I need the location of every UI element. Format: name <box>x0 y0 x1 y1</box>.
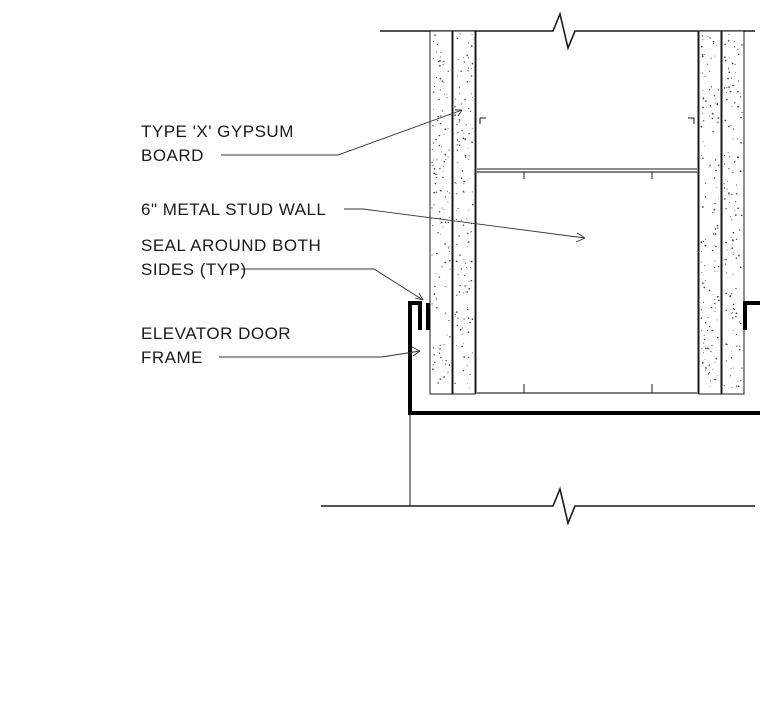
callout-door-frame-line-2: FRAME <box>141 348 203 367</box>
callout-seal-line-1: SEAL AROUND BOTH <box>141 236 321 255</box>
elevator-door-frame-right <box>743 301 760 330</box>
leader-gypsum-arrow <box>455 109 463 117</box>
right-gypsum-board <box>698 30 745 395</box>
leader-door-frame <box>219 350 421 358</box>
top-break-line <box>380 11 755 51</box>
leader-seal <box>241 268 424 301</box>
callout-stud-wall: 6" METAL STUD WALL <box>141 200 326 219</box>
leader-stud-wall <box>344 208 586 239</box>
callout-gypsum: TYPE 'X' GYPSUM BOARD <box>141 122 299 165</box>
callout-gypsum-line-1: TYPE 'X' GYPSUM <box>141 122 294 141</box>
leader-seal-arrow <box>414 292 424 301</box>
callout-door-frame: ELEVATOR DOOR FRAME <box>141 324 296 367</box>
bottom-break-line <box>321 486 755 526</box>
leader-gypsum <box>221 109 463 156</box>
leader-door-frame-arrow <box>411 346 421 357</box>
callout-seal-line-2: SIDES (TYP) <box>141 260 247 279</box>
left-gypsum-board <box>429 30 476 395</box>
elevator-door-frame <box>408 301 760 415</box>
leader-stud-wall-arrow <box>575 232 586 243</box>
callout-seal: SEAL AROUND BOTH SIDES (TYP) <box>141 236 326 279</box>
callout-gypsum-line-2: BOARD <box>141 146 204 165</box>
callout-stud-wall-line-1: 6" METAL STUD WALL <box>141 200 326 219</box>
callout-door-frame-line-1: ELEVATOR DOOR <box>141 324 291 343</box>
metal-stud-wall <box>475 31 699 394</box>
